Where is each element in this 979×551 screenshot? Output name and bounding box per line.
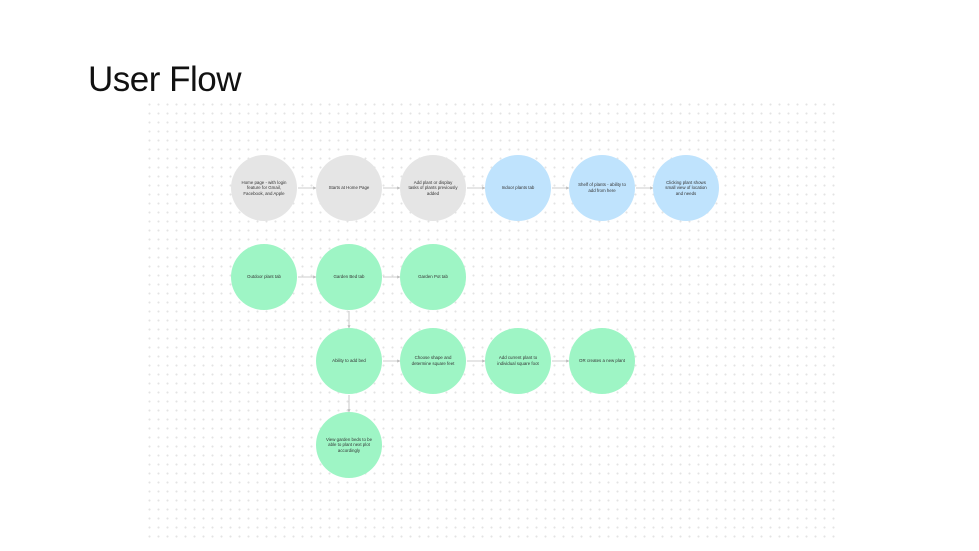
node-shelf-plants-label: Shelf of plants - ability to add from he…: [578, 182, 626, 193]
node-clicking-plant-label: Clicking plant shows small view of locat…: [665, 179, 707, 196]
node-or-create-label: OR creates a new plant: [579, 358, 625, 364]
node-outdoor-tab[interactable]: Outdoor plant tab: [231, 244, 297, 310]
node-view-garden-beds-label: View garden beds to be able to plant nex…: [325, 436, 373, 453]
node-view-garden-beds[interactable]: View garden beds to be able to plant nex…: [316, 412, 382, 478]
node-home-page-label: Home page - with login feature for Gmail…: [241, 179, 287, 196]
node-clicking-plant[interactable]: Clicking plant shows small view of locat…: [653, 155, 719, 221]
node-home-page[interactable]: Home page - with login feature for Gmail…: [231, 155, 297, 221]
node-choose-shape[interactable]: Choose shape and determine square feet: [400, 328, 466, 394]
node-starts-home-label: Starts at Home Page: [328, 185, 370, 191]
node-add-current-plant-label: Add current plant to individual square f…: [497, 355, 539, 366]
node-indoor-tab-label: Indoor plants tab: [501, 185, 535, 191]
node-choose-shape-label: Choose shape and determine square feet: [411, 355, 455, 366]
node-add-current-plant[interactable]: Add current plant to individual square f…: [485, 328, 551, 394]
node-starts-home[interactable]: Starts at Home Page: [316, 155, 382, 221]
node-outdoor-tab-label: Outdoor plant tab: [247, 274, 281, 280]
node-add-plant-label: Add plant or display tasks of plants pre…: [408, 179, 458, 196]
node-ability-add-bed[interactable]: Ability to add bed: [316, 328, 382, 394]
node-or-create[interactable]: OR creates a new plant: [569, 328, 635, 394]
page-title: User Flow: [88, 60, 242, 99]
node-garden-pot-tab-label: Garden Pot tab: [418, 274, 448, 280]
node-shelf-plants[interactable]: Shelf of plants - ability to add from he…: [569, 155, 635, 221]
node-add-plant[interactable]: Add plant or display tasks of plants pre…: [400, 155, 466, 221]
node-ability-add-bed-label: Ability to add bed: [332, 358, 366, 364]
node-indoor-tab[interactable]: Indoor plants tab: [485, 155, 551, 221]
node-garden-bed-tab[interactable]: Garden Bed tab: [316, 244, 382, 310]
node-garden-bed-tab-label: Garden Bed tab: [333, 274, 365, 280]
node-garden-pot-tab[interactable]: Garden Pot tab: [400, 244, 466, 310]
